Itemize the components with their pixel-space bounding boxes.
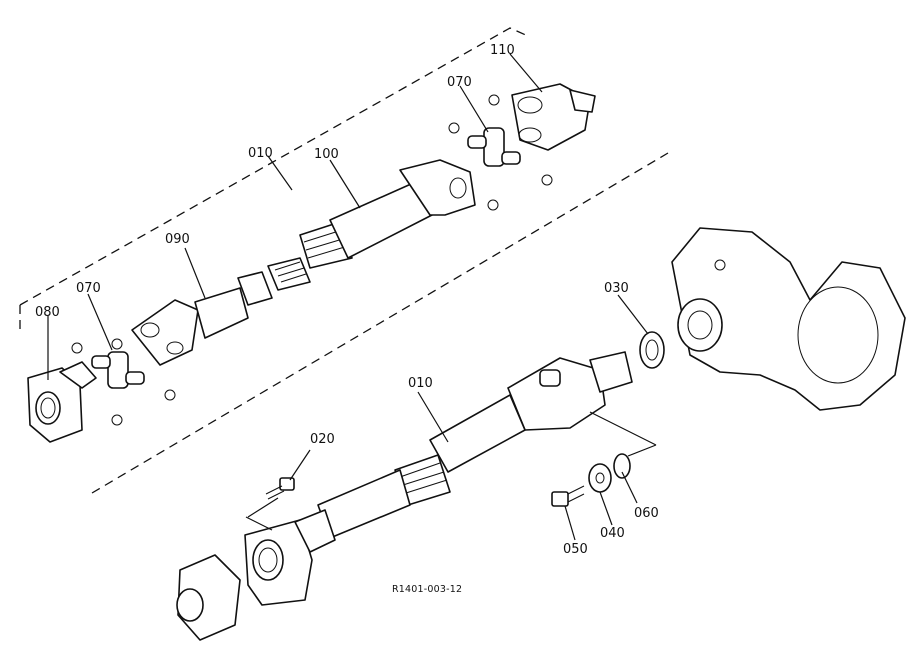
- transmission-housing: [671, 227, 906, 411]
- propeller-shaft-010: [317, 394, 526, 539]
- yoke-110: [511, 83, 596, 151]
- washer-040: [588, 463, 612, 493]
- universal-joint-070-lower: [71, 338, 176, 426]
- rear-flange-yoke: [244, 509, 336, 606]
- label-070-lower: 070: [76, 281, 101, 296]
- splined-sleeve: [237, 257, 311, 306]
- front-yoke-joint: [507, 351, 633, 431]
- label-020: 020: [310, 432, 335, 447]
- label-090: 090: [165, 232, 190, 247]
- mounting-boss: [176, 554, 241, 641]
- reference-code: R1401-003-12: [392, 584, 462, 595]
- assembly-separator-line: [91, 152, 669, 494]
- label-080: 080: [35, 305, 60, 320]
- propeller-shaft-100: [299, 159, 476, 269]
- oil-seal-030: [639, 331, 665, 369]
- label-060: 060: [634, 506, 659, 521]
- bolt-050: [551, 485, 585, 507]
- label-030: 030: [604, 281, 629, 296]
- label-040: 040: [600, 526, 625, 541]
- label-100: 100: [314, 147, 339, 162]
- upper-assembly-boundary: [19, 27, 529, 330]
- flange-yoke-080: [27, 361, 97, 443]
- o-ring-060: [613, 453, 631, 479]
- leader-lines: [47, 53, 657, 541]
- universal-joint-070-upper: [448, 94, 553, 211]
- label-070-upper: 070: [447, 75, 472, 90]
- bolt-020: [265, 477, 295, 500]
- label-010-upper: 010: [248, 146, 273, 161]
- label-110: 110: [490, 43, 515, 58]
- slip-yoke-090: [131, 287, 249, 366]
- part-labels: 010 100 110 070 090 070 080 030 010 020 …: [35, 43, 659, 595]
- label-010-lower: 010: [408, 376, 433, 391]
- label-050: 050: [563, 542, 588, 557]
